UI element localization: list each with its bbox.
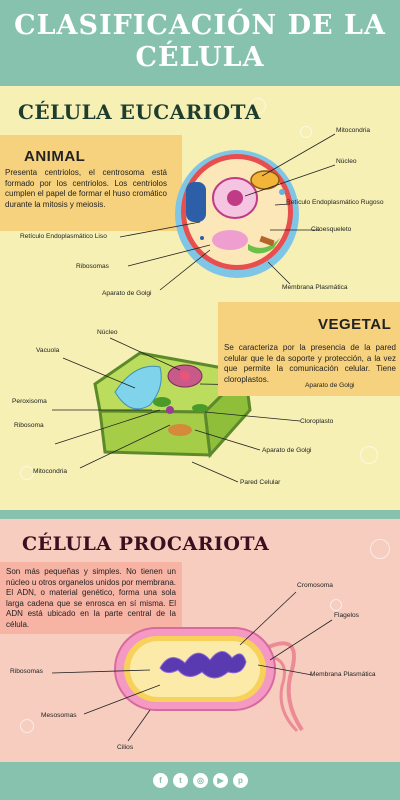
label-pro-membrana: Membrana Plasmática xyxy=(310,671,376,678)
header-banner xyxy=(0,0,400,86)
label-cloroplasto: Cloroplasto xyxy=(300,418,334,425)
label-pared-celular: Pared Celular xyxy=(240,479,281,486)
label-cilios: Cilios xyxy=(117,744,134,751)
prokaryote-description: Son más pequeñas y simples. No tienen un… xyxy=(6,567,176,629)
label-ribosomas: Ribosomas xyxy=(76,263,109,270)
decor-bubble xyxy=(360,446,378,464)
label-veg-golgi-top: Aparato de Golgi xyxy=(305,382,355,389)
label-pro-ribosomas: Ribosomas xyxy=(10,668,43,675)
label-veg-nucleo: Núcleo xyxy=(97,329,118,336)
label-veg-mitocondria: Mitocondria xyxy=(33,468,68,475)
vegetal-description: Se caracteriza por la presencia de la pa… xyxy=(224,343,396,384)
instagram-icon[interactable]: ◎ xyxy=(193,773,208,788)
decor-bubble xyxy=(20,719,34,733)
label-ribosoma: Ribosoma xyxy=(14,422,44,429)
label-flagelos: Flagelos xyxy=(334,612,359,619)
label-reticulo-liso: Retículo Endoplasmático Liso xyxy=(20,233,107,240)
animal-description: Presenta centriolos, el centrosoma está … xyxy=(5,168,167,209)
label-vacuola: Vacuola xyxy=(36,347,60,354)
decor-bubble xyxy=(370,539,390,559)
label-citoesqueleto: Citoesqueleto xyxy=(311,226,352,233)
label-mesosomas: Mesosomas xyxy=(41,712,77,719)
prokaryote-info-box xyxy=(0,562,182,634)
prokaryote-heading: CÉLULA PROCARIOTA xyxy=(22,533,270,555)
label-golgi: Aparato de Golgi xyxy=(102,290,152,297)
animal-info-box xyxy=(0,135,182,231)
eukaryote-heading: CÉLULA EUCARIOTA xyxy=(18,100,261,124)
decor-bubble xyxy=(300,126,312,138)
label-mitocondria: Mitocondria xyxy=(336,127,371,134)
page-title-line-2: CÉLULA xyxy=(135,42,265,73)
label-nucleo: Núcleo xyxy=(336,158,357,165)
vegetal-info-box xyxy=(218,302,400,396)
twitter-icon[interactable]: t xyxy=(173,773,188,788)
page-title-line-1: CLASIFICACIÓN DE LA xyxy=(14,10,386,41)
facebook-icon[interactable]: f xyxy=(153,773,168,788)
decor-bubble xyxy=(330,599,342,611)
label-cromosoma: Cromosoma xyxy=(297,582,333,589)
label-reticulo-rugoso: Retículo Endoplasmático Rugoso xyxy=(286,199,384,206)
section-divider xyxy=(0,510,400,519)
decor-bubble xyxy=(250,98,266,114)
page-title: CLASIFICACIÓN DE LA CÉLULA xyxy=(0,10,400,74)
pinterest-icon[interactable]: p xyxy=(233,773,248,788)
vegetal-heading: VEGETAL xyxy=(318,316,392,333)
label-peroxisoma: Peroxisoma xyxy=(12,398,47,405)
animal-heading: ANIMAL xyxy=(24,148,86,165)
label-veg-golgi-bottom: Aparato de Golgi xyxy=(262,447,312,454)
decor-bubble xyxy=(20,466,34,480)
label-membrana: Membrana Plasmática xyxy=(282,284,348,291)
youtube-icon[interactable]: ▶ xyxy=(213,773,228,788)
